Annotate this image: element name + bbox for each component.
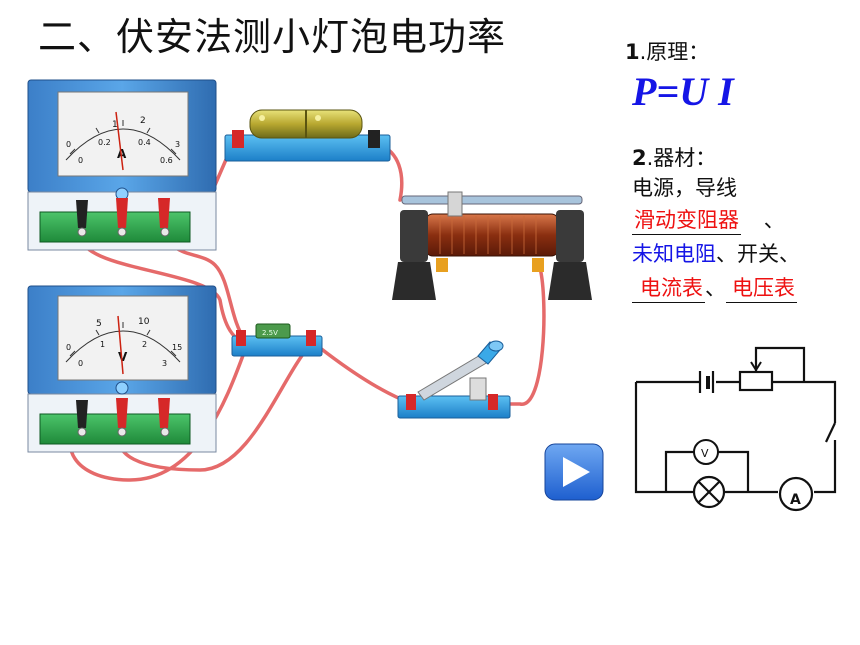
ammeter-symbol-label: A <box>790 492 801 508</box>
voltmeter-symbol <box>693 439 719 465</box>
materials-line-3: 未知电阻、开关、 <box>632 242 800 266</box>
voltmeter-scale-15: 15 <box>172 343 182 352</box>
materials-heading: 2.器材： <box>632 146 717 170</box>
voltmeter-scale-5: 5 <box>96 319 102 329</box>
voltmeter-scale-1: 1 <box>100 340 105 349</box>
voltmeter-terminals <box>76 398 170 437</box>
battery-holder <box>224 109 391 162</box>
play-button[interactable] <box>544 443 604 501</box>
voltmeter-scale-zero-bottom: 0 <box>78 359 83 368</box>
play-icon <box>563 457 590 487</box>
ammeter-scale-2: 2 <box>140 116 146 126</box>
power-formula: P=U I <box>632 69 734 114</box>
voltmeter-unit: V <box>118 350 128 364</box>
ammeter-scale-1: 1 <box>112 120 118 130</box>
voltmeter-scale-10: 10 <box>138 317 150 327</box>
blank-rheostat: 滑动变阻器 <box>632 204 741 235</box>
ammeter-scale-02: 0.2 <box>98 138 111 147</box>
ammeter-symbol <box>778 476 814 512</box>
blank-voltmeter: 电压表 <box>726 272 797 303</box>
voltmeter: 5 10 1 2 0 15 0 3 V <box>27 285 217 453</box>
item-unknown-resistor: 未知电阻 <box>632 242 716 266</box>
ammeter-scale-zero-bottom: 0 <box>78 156 83 165</box>
voltmeter-scale-3: 3 <box>162 359 167 368</box>
blank-ammeter: 电流表 <box>632 272 705 303</box>
materials-line-1: 电源，导线 <box>632 176 737 200</box>
item-switch: 开关、 <box>737 242 800 266</box>
circuit-diagram <box>634 346 837 494</box>
ammeter: 1 2 0.2 0.4 0 3 0 0.6 A <box>27 79 217 251</box>
ammeter-terminals <box>76 198 170 237</box>
ammeter-scale-3: 3 <box>175 140 180 149</box>
bulb-holder: 2.5V <box>231 323 323 357</box>
ammeter-unit: A <box>117 147 127 161</box>
rheostat-symbol <box>738 370 774 392</box>
slide-title: 二、伏安法测小灯泡电功率 <box>38 15 507 59</box>
knife-switch <box>397 340 511 419</box>
switch-symbol <box>825 422 836 443</box>
voltmeter-scale-zero-top: 0 <box>66 343 71 352</box>
ammeter-scale-06: 0.6 <box>160 156 173 165</box>
voltmeter-symbol-label: V <box>701 447 709 460</box>
bulb-label: 2.5V <box>262 329 278 337</box>
rheostat <box>392 191 592 300</box>
voltmeter-scale-2: 2 <box>142 340 147 349</box>
ammeter-scale-04: 0.4 <box>138 138 151 147</box>
principle-heading: 1.原理： <box>625 40 710 64</box>
materials-line-2: 滑动变阻器 、 <box>632 204 785 235</box>
materials-line-4: 电流表、电压表 <box>632 272 797 303</box>
ammeter-scale-zero-top: 0 <box>66 140 71 149</box>
